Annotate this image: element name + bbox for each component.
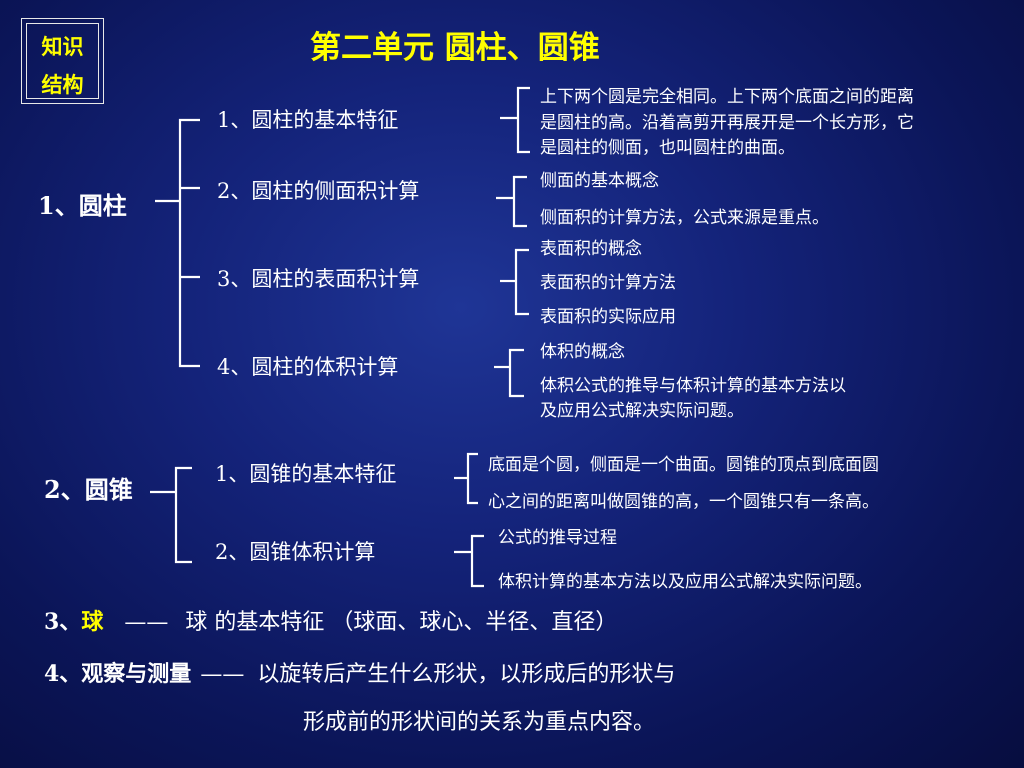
c1-bracket [516,86,530,154]
cone-item-1: 1、圆锥的基本特征 [215,462,397,486]
sphere-row: 3、球 —— 球 的基本特征 （球面、球心、半径、直径） [44,604,617,636]
cylinder-item-4: 4、圆柱的体积计算 [217,355,399,379]
c2-detail-2: 侧面积的计算方法，公式来源是重点。 [540,208,829,228]
c1-detail-3: 是圆柱的侧面，也叫圆柱的曲面。 [540,138,795,158]
knowledge-structure-badge: 知识 结构 [21,18,104,104]
observe-row: 4、观察与测量 —— 以旋转后产生什么形状，以形成后的形状与 [44,656,675,688]
c1-detail-2: 是圆柱的高。沿着高剪开再展开是一个长方形，它 [540,113,914,133]
c4-bracket [508,348,524,398]
cone-bracket [174,466,192,564]
sphere-name: 球 [81,609,104,635]
sphere-dash: —— [124,610,169,635]
c3-detail-1: 表面积的概念 [540,239,642,259]
c4-detail-1: 体积的概念 [540,342,625,362]
k1-detail-2: 心之间的距离叫做圆锥的高，一个圆锥只有一条高。 [488,492,879,512]
observe-heading: 4、观察与测量 [44,661,192,687]
c2-bracket [512,175,527,228]
c3-bracket [514,248,529,316]
cylinder-item-2: 2、圆柱的侧面积计算 [217,179,420,203]
cone-heading: 2、圆锥 [44,475,133,504]
c4-detail-2: 体积公式的推导与体积计算的基本方法以 [540,376,846,396]
observe-dash: —— [200,662,245,687]
c4-detail-3: 及应用公式解决实际问题。 [540,401,744,421]
k2-detail-2: 体积计算的基本方法以及应用公式解决实际问题。 [498,572,872,592]
c3-detail-3: 表面积的实际应用 [540,307,676,327]
cylinder-heading: 1、圆柱 [38,191,127,220]
k1-bracket [466,452,478,505]
k2-bracket [470,534,484,588]
k2-detail-1: 公式的推导过程 [498,528,617,548]
sphere-number: 3、 [44,609,82,635]
c3-detail-2: 表面积的计算方法 [540,273,676,293]
c2-detail-1: 侧面的基本概念 [540,171,659,191]
observe-description-2: 形成前的形状间的关系为重点内容。 [303,710,656,735]
cylinder-item-3: 3、圆柱的表面积计算 [217,267,420,291]
cylinder-item-1: 1、圆柱的基本特征 [217,108,399,132]
k1-detail-1: 底面是个圆，侧面是一个曲面。圆锥的顶点到底面圆 [488,455,879,475]
sphere-description: 球 的基本特征 （球面、球心、半径、直径） [185,610,618,635]
cylinder-bracket [178,118,200,368]
badge-line1: 知识 [41,34,84,59]
c1-detail-1: 上下两个圆是完全相同。上下两个底面之间的距离 [540,87,914,107]
observe-description-1: 以旋转后产生什么形状，以形成后的形状与 [257,662,676,687]
cone-item-2: 2、圆锥体积计算 [215,540,376,564]
page-title: 第二单元 圆柱、圆锥 [310,30,600,66]
badge-inner-border [26,23,99,99]
badge-line2: 结构 [41,72,84,97]
